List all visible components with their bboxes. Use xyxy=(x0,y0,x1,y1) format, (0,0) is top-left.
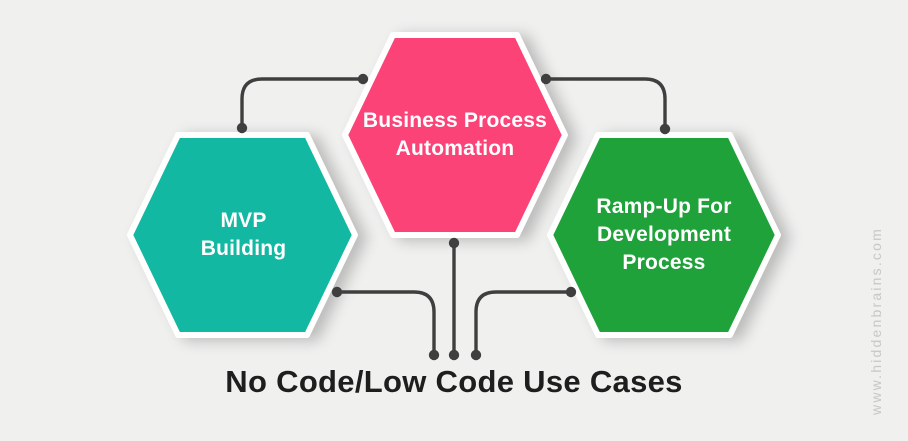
connector-dot xyxy=(357,73,369,85)
connector-dot xyxy=(540,73,552,85)
connector-dot xyxy=(470,349,482,361)
connector-dot xyxy=(331,286,343,298)
connector-center-to-right xyxy=(544,77,667,131)
connector-dot xyxy=(659,123,671,135)
connector-dot xyxy=(236,122,248,134)
connector-dot xyxy=(448,237,460,249)
hexagon-mvp-building xyxy=(127,132,358,338)
connector-center-to-left xyxy=(240,77,365,130)
connector-lines xyxy=(240,77,667,357)
connector-dot xyxy=(448,349,460,361)
hexagon-business-process-automation xyxy=(342,32,568,238)
connector-left-to-bottom xyxy=(335,290,436,357)
diagram-title: No Code/Low Code Use Cases xyxy=(225,364,683,399)
hexagon-ramp-up-development-process xyxy=(547,132,781,338)
watermark-text: www.hiddenbrains.com xyxy=(868,227,884,415)
connector-dots xyxy=(236,73,671,361)
connector-right-to-bottom xyxy=(474,290,573,357)
hexagon-group xyxy=(127,32,781,338)
connector-dot xyxy=(428,349,440,361)
connector-dot xyxy=(565,286,577,298)
